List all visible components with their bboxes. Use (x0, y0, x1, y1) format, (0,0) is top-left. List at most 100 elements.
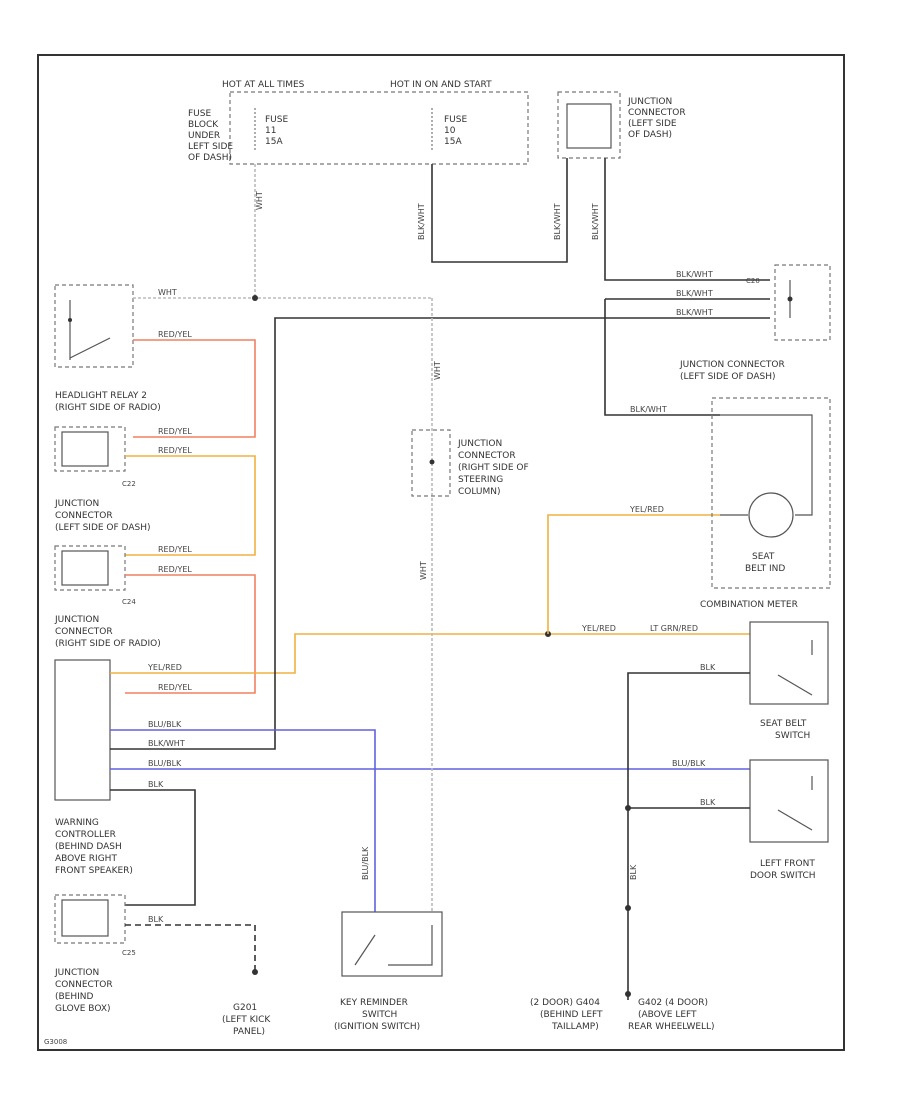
svg-text:SWITCH: SWITCH (775, 731, 810, 741)
svg-text:CONTROLLER: CONTROLLER (55, 830, 116, 840)
fuse-block: HOT AT ALL TIMES HOT IN ON AND START FUS… (188, 80, 529, 165)
diagram-code: G3008 (44, 1038, 67, 1046)
svg-text:15A: 15A (444, 137, 462, 147)
svg-text:RED/YEL: RED/YEL (158, 330, 192, 339)
svg-text:DOOR SWITCH: DOOR SWITCH (750, 871, 816, 881)
svg-text:CONNECTOR: CONNECTOR (55, 511, 113, 521)
diagram-border (37, 54, 845, 1051)
svg-text:BLK/WHT: BLK/WHT (591, 203, 600, 240)
svg-text:WHT: WHT (433, 361, 442, 380)
junction-connector-left-1: C22 JUNCTION CONNECTOR (LEFT SIDE OF DAS… (54, 426, 150, 533)
svg-text:YEL/RED: YEL/RED (147, 663, 182, 672)
junction-connector-right: JUNCTION CONNECTOR (LEFT SIDE OF DASH) (679, 264, 831, 382)
svg-text:BLK/WHT: BLK/WHT (630, 405, 667, 414)
svg-text:(LEFT SIDE: (LEFT SIDE (628, 119, 677, 129)
seat-belt-switch: SEAT BELT SWITCH (749, 621, 829, 741)
svg-text:YEL/RED: YEL/RED (581, 624, 616, 633)
wire-blk-wht-ctrl (110, 317, 770, 750)
wire-red-yel-3 (125, 574, 256, 694)
key-reminder-switch: KEY REMINDER SWITCH (IGNITION SWITCH) (334, 911, 443, 1032)
wire-red-yel-relay (133, 339, 256, 438)
ground-g201: G201 (LEFT KICK PANEL) (222, 1003, 271, 1037)
svg-text:C22: C22 (122, 480, 136, 488)
svg-text:10: 10 (444, 126, 456, 136)
headlight-relay: HEADLIGHT RELAY 2 (RIGHT SIDE OF RADIO) (54, 284, 161, 413)
ground-g201-icon (252, 969, 258, 975)
svg-text:BLU/BLK: BLU/BLK (148, 759, 182, 768)
svg-text:WHT: WHT (255, 191, 264, 210)
svg-text:BLU/BLK: BLU/BLK (148, 720, 182, 729)
svg-text:CONNECTOR: CONNECTOR (628, 108, 686, 118)
svg-text:G402 (4 DOOR): G402 (4 DOOR) (638, 998, 708, 1008)
svg-text:KEY REMINDER: KEY REMINDER (340, 998, 408, 1008)
junction-dot (625, 805, 631, 811)
svg-text:LEFT SIDE: LEFT SIDE (188, 142, 233, 152)
wire-blk-wht-right (604, 158, 770, 281)
svg-text:SEAT: SEAT (752, 552, 775, 562)
svg-text:C20: C20 (746, 277, 760, 285)
junction-connector-glove: C25 JUNCTION CONNECTOR (BEHIND GLOVE BOX… (54, 894, 136, 1014)
svg-text:BLK/WHT: BLK/WHT (553, 203, 562, 240)
svg-text:(2 DOOR) G404: (2 DOOR) G404 (530, 998, 600, 1008)
junction-connector-left-2: C24 JUNCTION CONNECTOR (RIGHT SIDE OF RA… (54, 545, 161, 649)
svg-text:(BEHIND DASH: (BEHIND DASH (55, 842, 122, 852)
svg-text:CONNECTOR: CONNECTOR (55, 627, 113, 637)
svg-text:BLK/WHT: BLK/WHT (148, 739, 185, 748)
svg-text:BLK: BLK (148, 780, 164, 789)
wire-blk-wht-meter (604, 299, 720, 416)
svg-text:BLK: BLK (148, 915, 164, 924)
door-switch: LEFT FRONT DOOR SWITCH (749, 759, 829, 881)
combination-meter: SEAT BELT IND COMBINATION METER (700, 397, 831, 610)
svg-text:(LEFT SIDE OF DASH): (LEFT SIDE OF DASH) (55, 523, 150, 533)
svg-text:RED/YEL: RED/YEL (158, 446, 192, 455)
wire-blk-ctrl (110, 789, 196, 906)
svg-text:JUNCTION: JUNCTION (54, 968, 99, 978)
svg-text:(BEHIND LEFT: (BEHIND LEFT (540, 1010, 603, 1020)
svg-text:RED/YEL: RED/YEL (158, 683, 192, 692)
svg-text:REAR WHEELWELL): REAR WHEELWELL) (628, 1022, 715, 1032)
svg-text:WHT: WHT (419, 561, 428, 580)
svg-text:FRONT SPEAKER): FRONT SPEAKER) (55, 866, 133, 876)
wire-blk-wht-loop (431, 158, 568, 263)
svg-text:HOT AT ALL TIMES: HOT AT ALL TIMES (222, 80, 305, 90)
svg-text:FUSE: FUSE (265, 115, 288, 125)
svg-text:C24: C24 (122, 598, 136, 606)
svg-text:WHT: WHT (158, 288, 177, 297)
wire-yel-red-ind (547, 514, 720, 634)
junction-dot (252, 295, 258, 301)
svg-text:(RIGHT SIDE OF: (RIGHT SIDE OF (458, 463, 529, 473)
svg-text:GLOVE BOX): GLOVE BOX) (55, 1004, 111, 1014)
wire-blk-ground (125, 924, 256, 970)
junction-dot (625, 905, 631, 911)
wire-yel-red-main (110, 633, 750, 674)
svg-text:15A: 15A (265, 137, 283, 147)
svg-text:YEL/RED: YEL/RED (629, 505, 664, 514)
svg-text:WARNING: WARNING (55, 818, 99, 828)
svg-text:G201: G201 (233, 1003, 257, 1013)
svg-text:OF DASH): OF DASH) (628, 130, 672, 140)
svg-text:(LEFT SIDE OF DASH): (LEFT SIDE OF DASH) (680, 372, 775, 382)
svg-text:(RIGHT SIDE OF RADIO): (RIGHT SIDE OF RADIO) (55, 639, 161, 649)
svg-text:BLK: BLK (700, 798, 716, 807)
svg-text:BLK: BLK (700, 663, 716, 672)
svg-text:BLK: BLK (629, 864, 638, 880)
svg-text:JUNCTION: JUNCTION (54, 499, 99, 509)
svg-text:CONNECTOR: CONNECTOR (458, 451, 516, 461)
svg-text:HEADLIGHT RELAY 2: HEADLIGHT RELAY 2 (55, 391, 147, 401)
svg-text:LEFT FRONT: LEFT FRONT (760, 859, 815, 869)
svg-text:STEERING: STEERING (458, 475, 503, 485)
svg-text:JUNCTION: JUNCTION (627, 97, 672, 107)
wire-blk-seatbelt (627, 672, 750, 1000)
svg-text:(IGNITION SWITCH): (IGNITION SWITCH) (334, 1022, 420, 1032)
svg-text:(BEHIND: (BEHIND (55, 992, 94, 1002)
svg-text:BLK/WHT: BLK/WHT (676, 270, 713, 279)
svg-text:CONNECTOR: CONNECTOR (55, 980, 113, 990)
svg-text:BLU/BLK: BLU/BLK (672, 759, 706, 768)
svg-text:UNDER: UNDER (188, 131, 220, 141)
svg-text:BLOCK: BLOCK (188, 120, 219, 130)
seat-belt-lamp-icon (748, 492, 794, 538)
svg-text:OF DASH): OF DASH) (188, 153, 232, 163)
svg-text:BLK/WHT: BLK/WHT (676, 289, 713, 298)
junction-connector-steering: JUNCTION CONNECTOR (RIGHT SIDE OF STEERI… (411, 429, 529, 497)
junction-connector-top: JUNCTION CONNECTOR (LEFT SIDE OF DASH) (557, 91, 686, 159)
